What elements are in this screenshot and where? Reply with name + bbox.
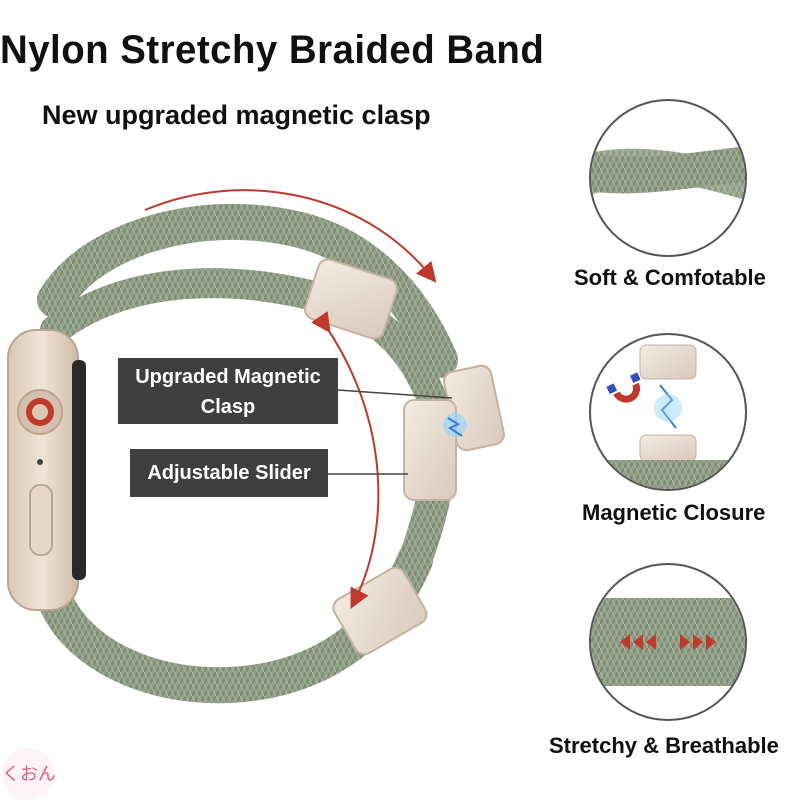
callout-clasp-line2: Clasp	[200, 396, 256, 418]
page-subtitle: New upgraded magnetic clasp	[42, 100, 431, 130]
callout-clasp-line1: Upgraded Magnetic	[135, 366, 321, 388]
clasp-callout-line	[337, 389, 453, 399]
callout-magnetic-clasp: Upgraded Magnetic Clasp	[118, 358, 338, 424]
braid-twist-icon	[591, 145, 745, 205]
feature-label-soft: Soft & Comfotable	[574, 265, 766, 290]
adjustable-slider	[403, 399, 457, 501]
magnet-icon	[606, 372, 641, 403]
feature-label-stretchy: Stretchy & Breathable	[549, 733, 779, 758]
feature-circle-soft	[589, 99, 747, 257]
watch-body	[7, 329, 86, 611]
stretch-arrow-side	[311, 311, 380, 609]
feature-label-magnetic: Magnetic Closure	[582, 500, 766, 525]
magnetic-spark	[443, 413, 467, 437]
watermark: くおん	[2, 764, 56, 784]
feature-circle-magnetic	[589, 333, 747, 491]
feature-circle-stretchy	[589, 563, 747, 721]
callout-adjustable-slider: Adjustable Slider	[130, 449, 328, 497]
stretch-arrow-top	[144, 189, 437, 283]
stretch-arrows-icon	[620, 634, 716, 650]
watermark-circle	[2, 748, 54, 800]
page-title: Nylon Stretchy Braided Band	[0, 28, 545, 72]
